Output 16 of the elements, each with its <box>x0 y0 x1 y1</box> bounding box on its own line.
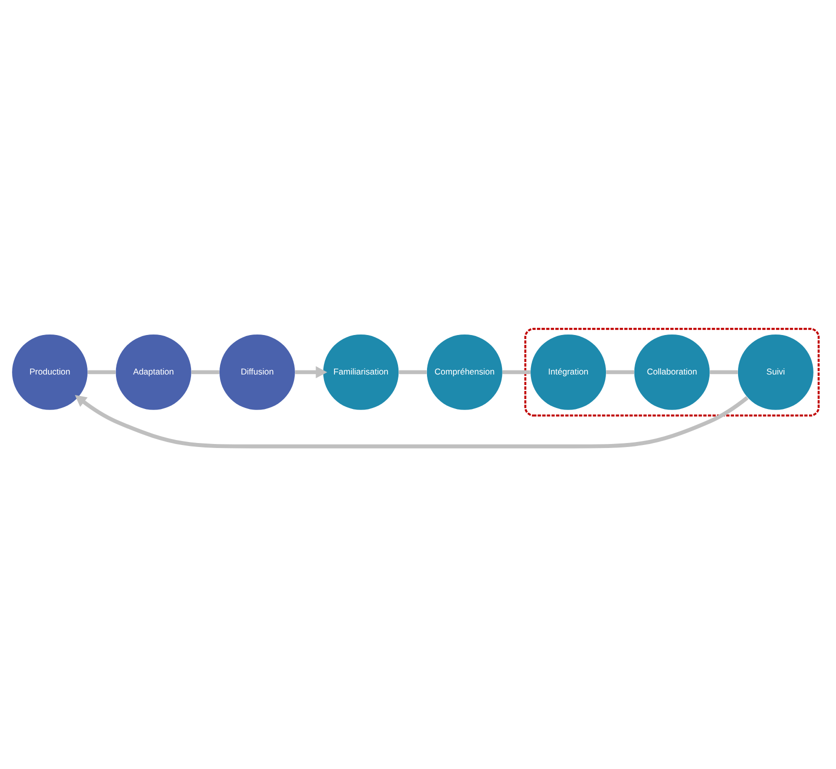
node-circle: Collaboration <box>634 334 710 410</box>
connector <box>502 370 530 374</box>
node-circle: Familiarisation <box>323 334 399 410</box>
node-circle: Diffusion <box>219 334 295 410</box>
connector <box>398 370 427 374</box>
node-circle: Suivi <box>738 334 814 410</box>
node-circle: Adaptation <box>116 334 192 410</box>
node-circle: Compréhension <box>426 334 502 410</box>
arrow <box>74 394 748 448</box>
node-circle: Intégration <box>530 334 606 410</box>
connector <box>88 370 116 374</box>
arrow <box>295 366 328 378</box>
connector <box>606 370 634 374</box>
cluster <box>524 327 820 416</box>
connector <box>710 370 738 374</box>
connector <box>191 370 220 374</box>
